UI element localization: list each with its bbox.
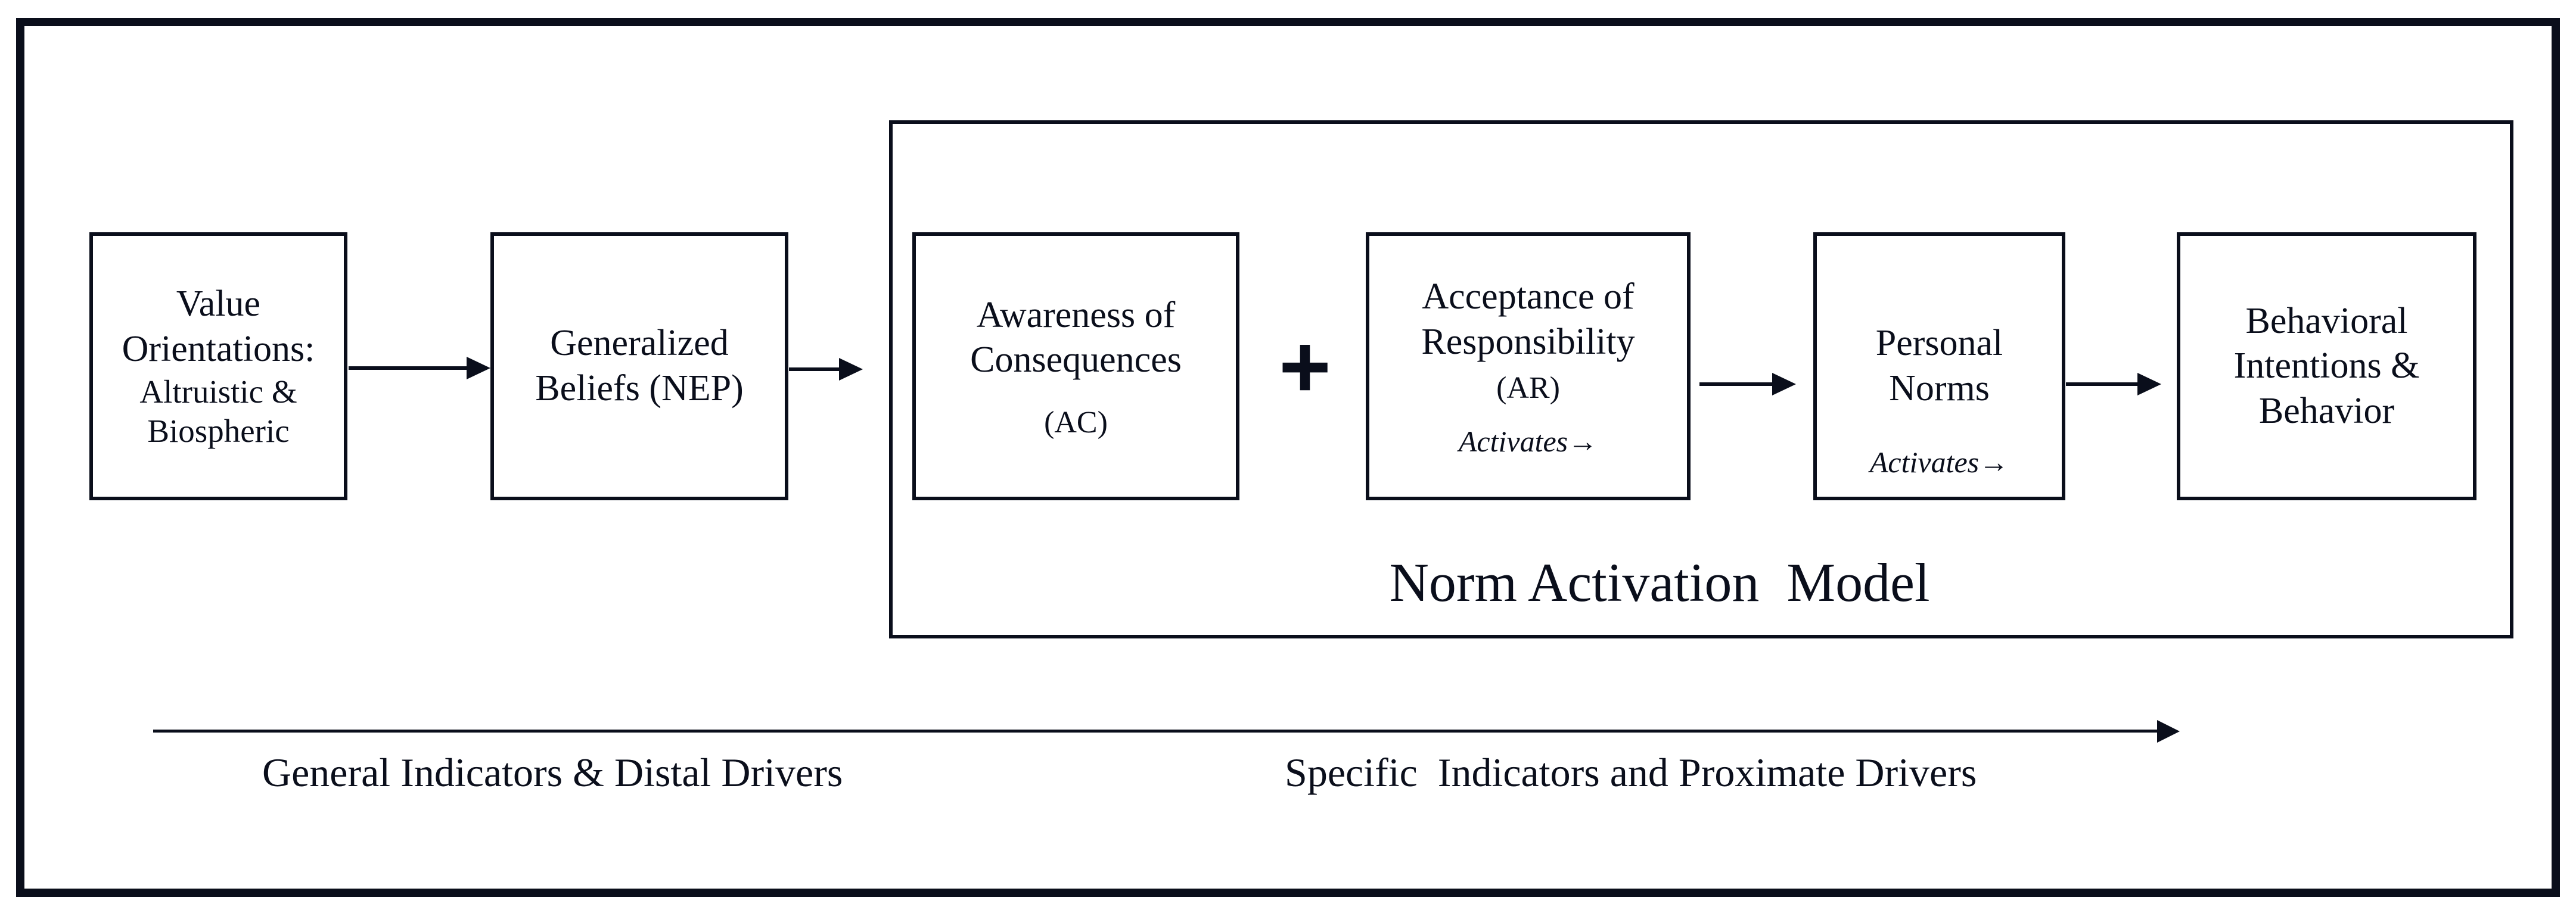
value-orientations-subtitle: Altruistic & Biospheric <box>139 373 297 449</box>
axis-right-label: Specific Indicators and Proximate Driver… <box>1285 750 1977 795</box>
norm-activation-model-container <box>889 120 2513 638</box>
plus-sign: + <box>1279 316 1331 416</box>
activates-arrow-icon: → <box>1979 445 2009 479</box>
value-orientations-box: Value Orientations: Altruistic & Biosphe… <box>89 232 347 500</box>
arrow-values-to-beliefs-icon <box>349 366 467 370</box>
arrow-beliefs-to-nam-icon <box>789 367 839 371</box>
acceptance-of-responsibility-title: Acceptance of Responsibility <box>1421 276 1635 362</box>
acceptance-of-responsibility-abbr: (AR) <box>1496 370 1560 405</box>
axis-left-label: General Indicators & Distal Drivers <box>262 750 843 795</box>
activates-note: Activates→ <box>1459 425 1598 458</box>
activates-text: Activates <box>1458 424 1568 458</box>
general-to-specific-axis-arrow-icon <box>153 730 2157 733</box>
value-orientations-title: Value Orientations: <box>122 283 315 369</box>
acceptance-of-responsibility-box: Acceptance of Responsibility (AR) Activa… <box>1366 232 1691 500</box>
arrow-norms-to-behavior-icon <box>2066 382 2137 386</box>
behavioral-intentions-box: Behavioral Intentions & Behavior <box>2177 232 2476 500</box>
awareness-of-consequences-abbr: (AC) <box>1044 406 1108 440</box>
activates-text: Activates <box>1869 445 1980 479</box>
norm-activation-model-label: Norm Activation Model <box>1389 552 1930 613</box>
activates-note: Activates→ <box>1817 446 2062 479</box>
personal-norms-title: Personal Norms <box>1875 323 2003 409</box>
generalized-beliefs-box: Generalized Beliefs (NEP) <box>490 232 788 500</box>
awareness-of-consequences-box: Awareness of Consequences (AC) <box>912 232 1239 500</box>
activates-arrow-icon: → <box>1568 424 1598 458</box>
outer-frame <box>16 18 2560 897</box>
awareness-of-consequences-title: Awareness of Consequences <box>970 294 1182 381</box>
generalized-beliefs-title: Generalized Beliefs (NEP) <box>535 323 744 409</box>
personal-norms-box: Personal Norms Activates→ <box>1813 232 2065 500</box>
arrow-responsibility-to-norms-icon <box>1699 382 1772 386</box>
behavioral-intentions-title: Behavioral Intentions & Behavior <box>2233 300 2420 431</box>
